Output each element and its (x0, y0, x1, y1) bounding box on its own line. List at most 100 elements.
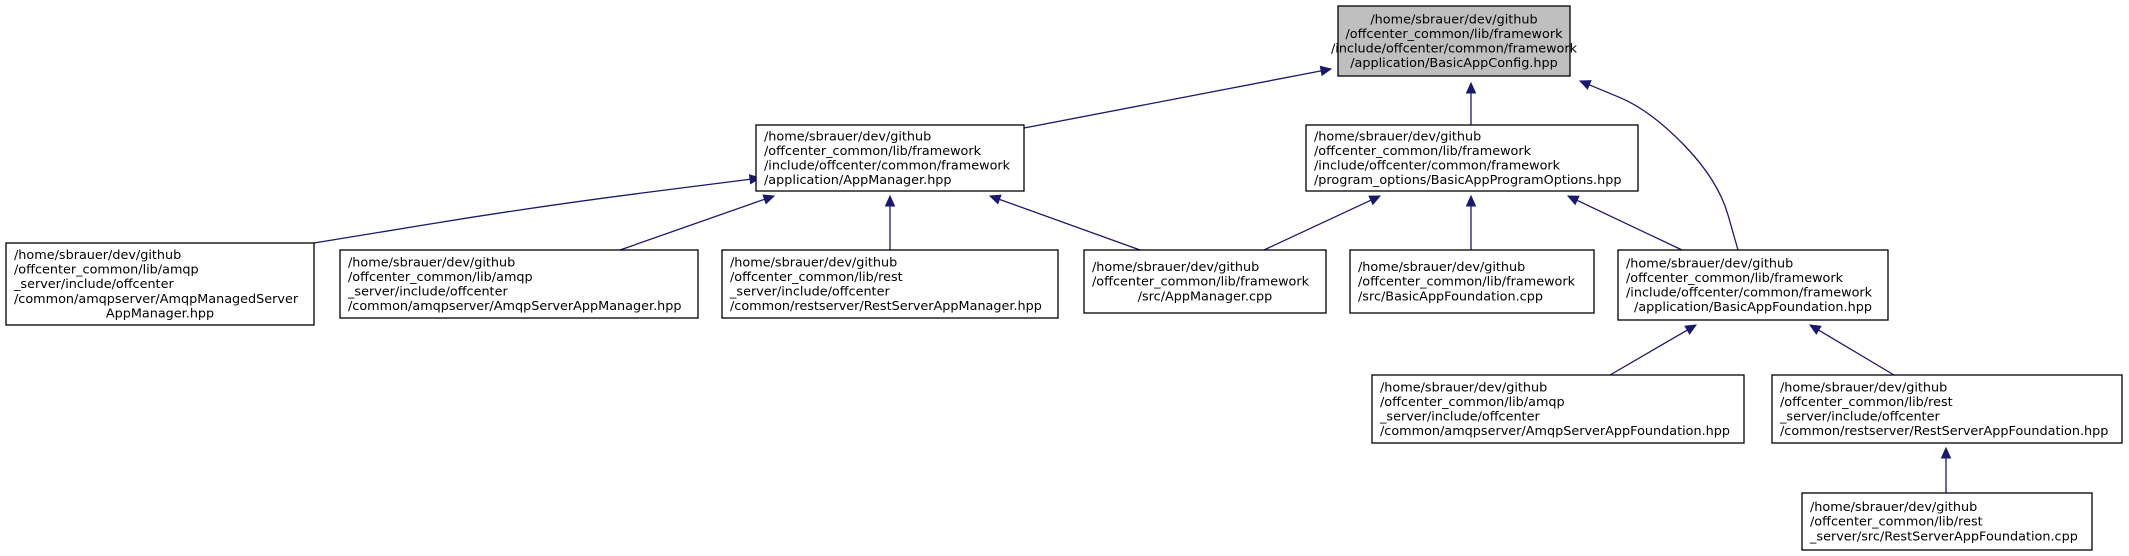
node-label-line: /offcenter_common/lib/rest (1810, 515, 1983, 530)
node-label-line: _server/include/offcenter (347, 285, 508, 300)
node-amqp-server-app-manager[interactable]: /home/sbrauer/dev/github/offcenter_commo… (339, 249, 699, 319)
node-basic-app-program-options[interactable]: /home/sbrauer/dev/github/offcenter_commo… (1305, 124, 1639, 192)
node-label-line: /home/sbrauer/dev/github (348, 255, 515, 270)
arrowhead (1465, 81, 1477, 94)
node-label-line: /offcenter_common/lib/rest (730, 270, 903, 285)
edge-line (1263, 199, 1372, 251)
edge-rest_server_app_manager-to-app_manager_hpp (884, 194, 896, 250)
arrowhead (1319, 65, 1333, 77)
node-label-line: /offcenter_common/lib/rest (1780, 395, 1953, 410)
node-label-line: /offcenter_common/lib/framework (1626, 271, 1844, 286)
node-label-line: /offcenter_common/lib/framework (764, 144, 982, 159)
node-label-line: /home/sbrauer/dev/github (1810, 500, 1977, 515)
node-box (339, 249, 699, 319)
edge-line (1588, 84, 1739, 251)
node-label-line: /common/amqpserver/AmqpServerAppFoundati… (1380, 424, 1730, 439)
node-label-line: /home/sbrauer/dev/github (1780, 380, 1947, 395)
node-label-line: /program_options/BasicAppProgramOptions.… (1314, 173, 1621, 188)
node-basic-app-foundation-hpp[interactable]: /home/sbrauer/dev/github/offcenter_commo… (1617, 249, 1889, 321)
node-basic-app-config[interactable]: /home/sbrauer/dev/github/offcenter_commo… (1331, 5, 1578, 77)
node-box (1801, 492, 2093, 551)
edge-basic_app_foundation_cpp-to-basic_app_program_options (1465, 194, 1477, 250)
edge-app_manager_cpp-to-app_manager_hpp (988, 194, 1141, 251)
arrowhead (1566, 195, 1580, 206)
arrowhead (1578, 80, 1592, 90)
node-label-line: /common/restserver/RestServerAppFoundati… (1780, 424, 2108, 439)
node-label-line: /common/amqpserver/AmqpServerAppManager.… (348, 299, 682, 314)
edge-line (1576, 199, 1683, 251)
node-label-line: /application/BasicAppConfig.hpp (1350, 56, 1558, 71)
node-label-line: /offcenter_common/lib/amqp (348, 270, 533, 285)
node-label-line: /home/sbrauer/dev/github (730, 255, 897, 270)
node-amqp-managed-server-app-manager[interactable]: /home/sbrauer/dev/github/offcenter_commo… (5, 242, 315, 326)
node-label-line: /home/sbrauer/dev/github (14, 248, 181, 263)
edge-amqp_managed_server_app_manager-to-app_manager_hpp (313, 174, 762, 244)
edge-basic_app_foundation_hpp-to-basic_app_program_options (1566, 195, 1683, 251)
node-label-line: /offcenter_common/lib/framework (1092, 275, 1310, 290)
edge-line (1818, 329, 1895, 376)
node-box (1083, 249, 1327, 314)
edge-basic_app_foundation_hpp-to-basic_app_config (1578, 80, 1739, 251)
node-label-line: /home/sbrauer/dev/github (1370, 12, 1537, 27)
node-label-line: /common/restserver/RestServerAppManager.… (730, 299, 1042, 314)
node-app-manager-hpp[interactable]: /home/sbrauer/dev/github/offcenter_commo… (755, 124, 1025, 192)
edge-line (1023, 70, 1322, 129)
node-label-line: /home/sbrauer/dev/github (1380, 380, 1547, 395)
node-box (1371, 374, 1745, 444)
edge-app_manager_cpp-to-basic_app_program_options (1263, 195, 1382, 251)
node-label-line: /include/offcenter/common/framework (764, 159, 1011, 174)
edges-layer (313, 65, 1952, 493)
node-basic-app-foundation-cpp[interactable]: /home/sbrauer/dev/github/offcenter_commo… (1349, 249, 1595, 314)
edge-amqp_server_app_manager-to-app_manager_hpp (619, 194, 776, 251)
node-label-line: _server/include/offcenter (1379, 410, 1540, 425)
node-label-line: /offcenter_common/lib/amqp (14, 263, 199, 278)
nodes-layer: /home/sbrauer/dev/github/offcenter_commo… (5, 5, 2123, 551)
node-label-line: /include/offcenter/common/framework (1314, 159, 1561, 174)
arrowhead (1684, 324, 1698, 335)
arrowhead (1808, 324, 1822, 335)
node-label-line: /src/AppManager.cpp (1138, 289, 1273, 304)
edge-line (1609, 329, 1688, 376)
node-label-line: /offcenter_common/lib/amqp (1380, 395, 1565, 410)
node-label-line: _server/include/offcenter (13, 277, 174, 292)
node-box (1305, 124, 1639, 192)
node-label-line: /offcenter_common/lib/framework (1358, 275, 1576, 290)
edge-basic_app_program_options-to-basic_app_config (1465, 81, 1477, 125)
node-label-line: _server/include/offcenter (729, 285, 890, 300)
node-label-line: /src/BasicAppFoundation.cpp (1358, 289, 1543, 304)
node-box (1771, 374, 2123, 444)
node-label-line: /home/sbrauer/dev/github (764, 129, 931, 144)
node-rest-server-app-foundation-cpp[interactable]: /home/sbrauer/dev/github/offcenter_commo… (1801, 492, 2093, 551)
node-box (1349, 249, 1595, 314)
edge-rest_server_app_foundation_hpp-to-basic_app_foundation_hpp (1808, 324, 1895, 376)
edge-line (313, 178, 751, 244)
edge-app_manager_hpp-to-basic_app_config (1023, 65, 1333, 129)
node-label-line: _server/src/RestServerAppFoundation.cpp (1809, 529, 2078, 544)
node-label-line: AppManager.hpp (106, 306, 214, 321)
node-label-line: /include/offcenter/common/framework (1331, 42, 1578, 57)
node-rest-server-app-foundation-hpp[interactable]: /home/sbrauer/dev/github/offcenter_commo… (1771, 374, 2123, 444)
node-label-line: /offcenter_common/lib/framework (1345, 27, 1563, 42)
arrowhead (762, 194, 776, 205)
node-box (1337, 5, 1571, 77)
node-label-line: /include/offcenter/common/framework (1626, 286, 1873, 301)
node-app-manager-cpp[interactable]: /home/sbrauer/dev/github/offcenter_commo… (1083, 249, 1327, 314)
node-rest-server-app-manager[interactable]: /home/sbrauer/dev/github/offcenter_commo… (721, 249, 1059, 319)
node-label-line: /home/sbrauer/dev/github (1626, 256, 1793, 271)
node-box (755, 124, 1025, 192)
arrowhead (1465, 194, 1477, 207)
node-label-line: _server/include/offcenter (1779, 410, 1940, 425)
arrowhead (748, 174, 762, 185)
edge-line (619, 198, 765, 251)
edge-rest_server_app_foundation_cpp-to-rest_server_app_foundation_hpp (1940, 446, 1952, 493)
node-label-line: /home/sbrauer/dev/github (1358, 260, 1525, 275)
arrowhead (988, 194, 1002, 205)
node-amqp-server-app-foundation[interactable]: /home/sbrauer/dev/github/offcenter_commo… (1371, 374, 1745, 444)
node-label-line: /common/amqpserver/AmqpManagedServer (14, 292, 299, 307)
arrowhead (1940, 446, 1952, 459)
node-box (721, 249, 1059, 319)
node-label-line: /home/sbrauer/dev/github (1314, 129, 1481, 144)
node-label-line: /application/AppManager.hpp (764, 173, 952, 188)
node-box (1617, 249, 1889, 321)
